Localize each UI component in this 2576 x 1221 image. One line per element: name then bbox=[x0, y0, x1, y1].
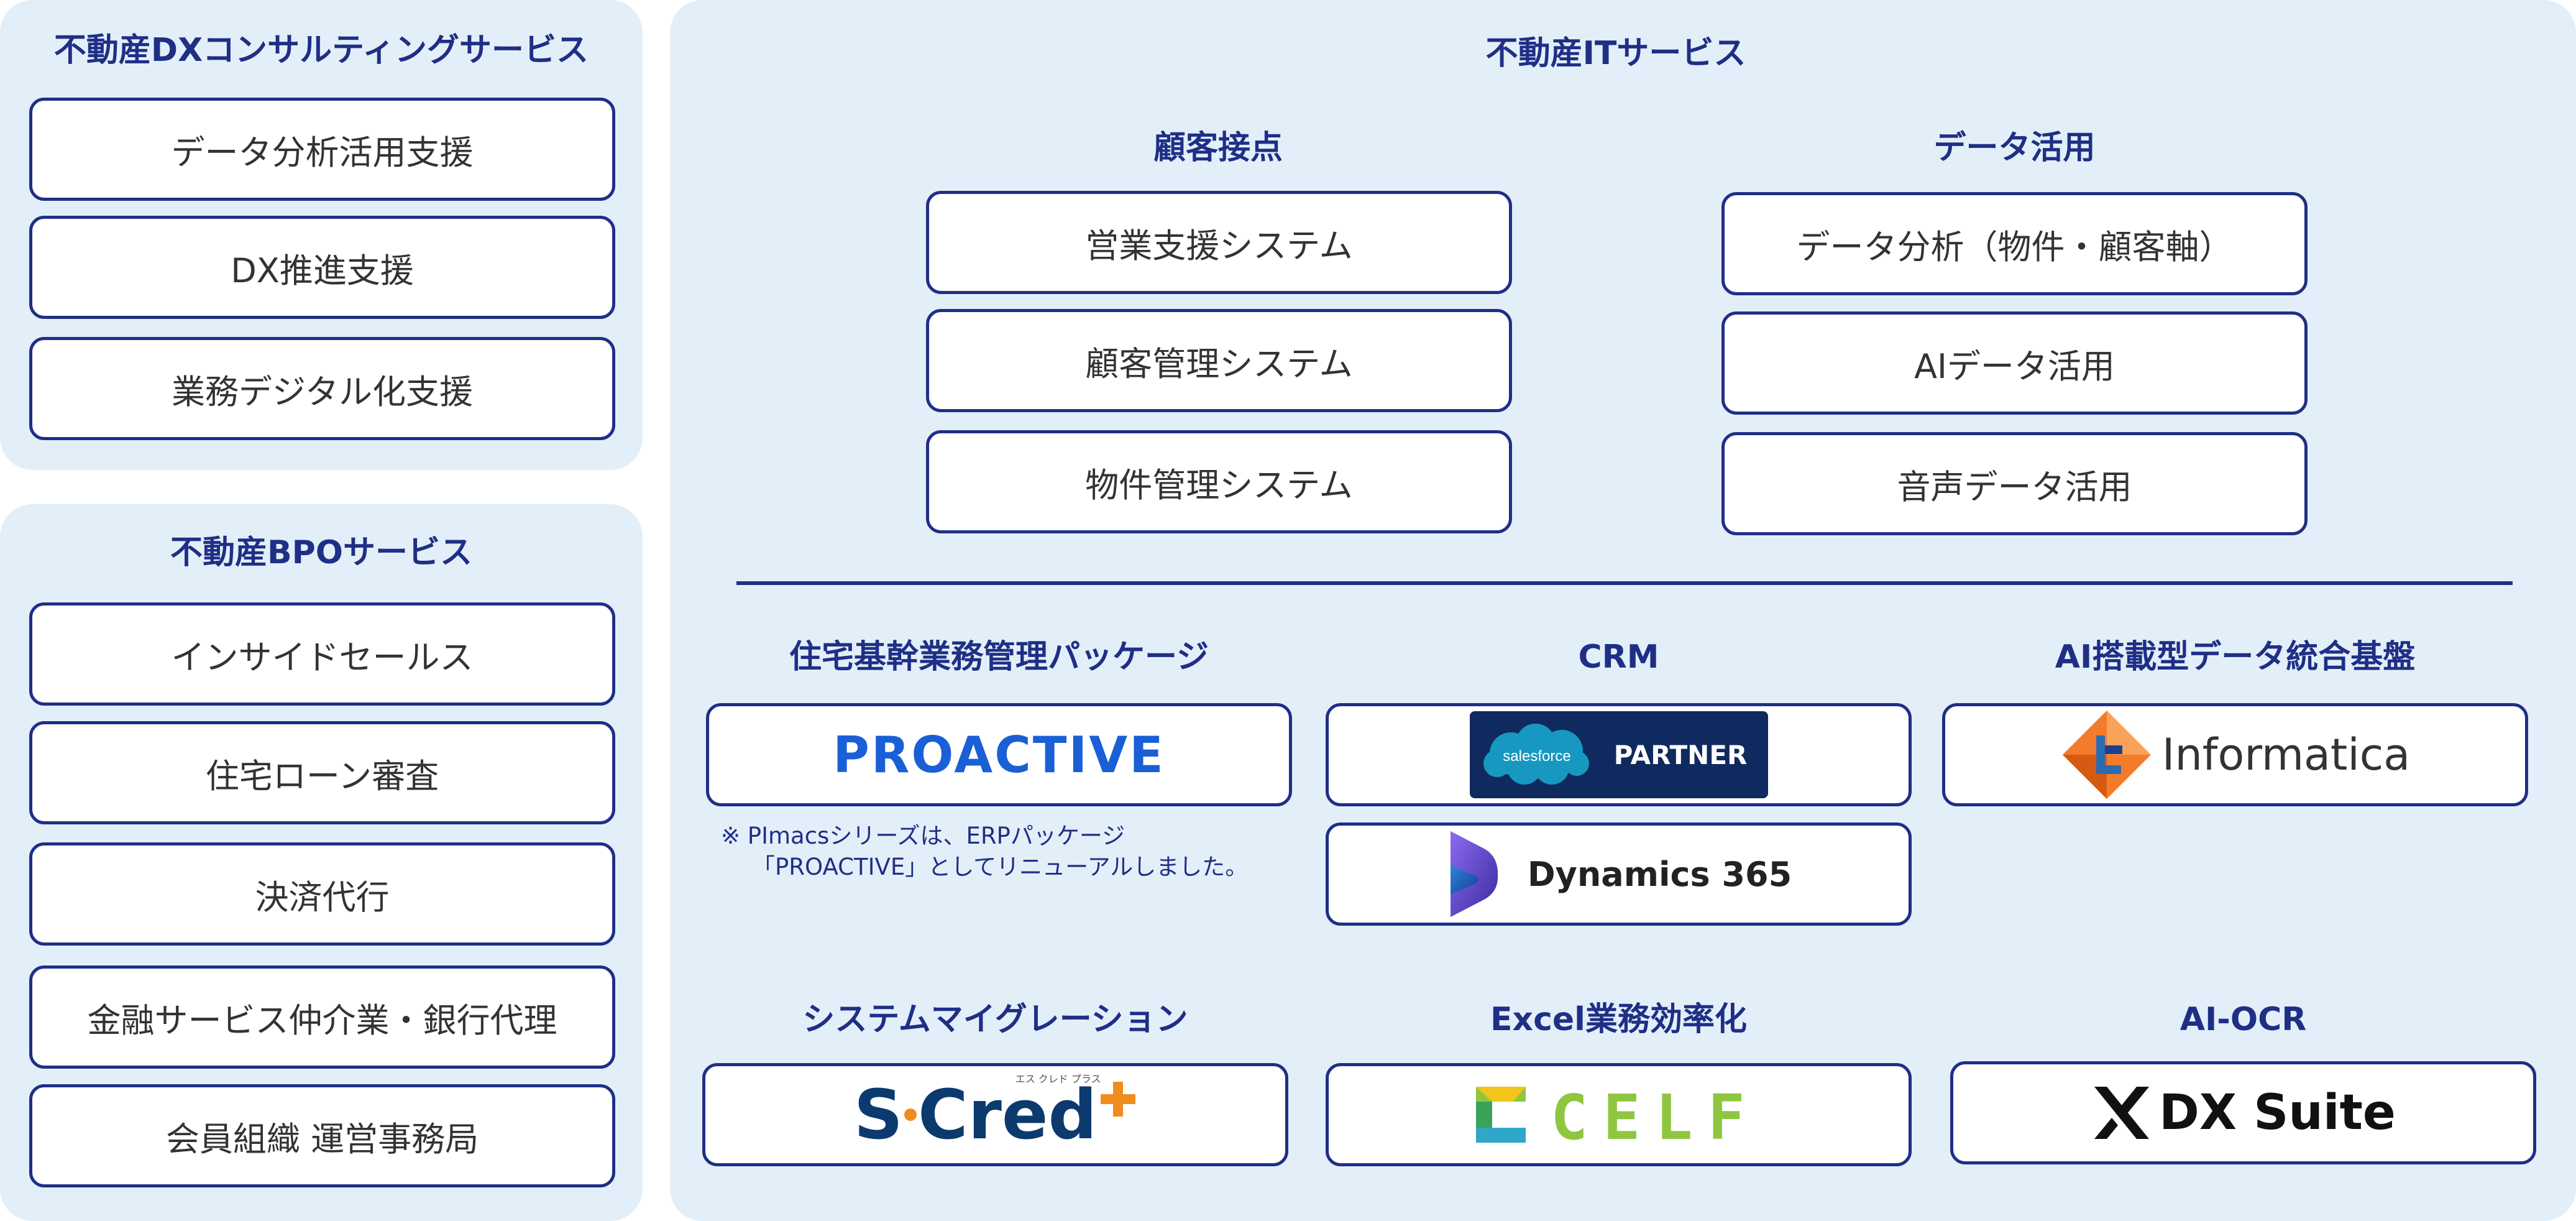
package-note-line1: ※ PImacsシリーズは、ERPパッケージ bbox=[721, 822, 1125, 849]
salesforce-box[interactable]: salesforce PARTNER bbox=[1326, 703, 1912, 806]
data-use-title: データ活用 bbox=[1933, 129, 2096, 167]
salesforce-cloud-icon: salesforce bbox=[1483, 724, 1589, 785]
crm-title: CRM bbox=[1578, 638, 1659, 676]
customer-contact-title: 顧客接点 bbox=[1153, 129, 1283, 167]
informatica-diamond-icon bbox=[2062, 711, 2151, 799]
ai-data-item[interactable]: AIデータ活用 bbox=[1721, 311, 2308, 415]
voice-data-item[interactable]: 音声データ活用 bbox=[1721, 432, 2308, 535]
migration-title: システムマイグレーション bbox=[802, 1001, 1188, 1038]
customer-management-system[interactable]: 顧客管理システム bbox=[926, 309, 1512, 412]
package-note: ※ PImacsシリーズは、ERPパッケージ 「PROACTIVE」としてリニュ… bbox=[721, 821, 1248, 883]
dx-item-dx-promotion[interactable]: DX推進支援 bbox=[29, 216, 615, 319]
salesforce-partner-badge: salesforce PARTNER bbox=[1469, 711, 1768, 798]
bpo-item-payment-agency[interactable]: 決済代行 bbox=[29, 842, 615, 946]
salesforce-partner-label: PARTNER bbox=[1613, 739, 1748, 770]
celf-text: CELF bbox=[1551, 1081, 1760, 1149]
ocr-title: AI-OCR bbox=[2180, 1001, 2307, 1038]
bpo-item-mortgage-review[interactable]: 住宅ローン審査 bbox=[29, 721, 615, 824]
sales-support-system[interactable]: 営業支援システム bbox=[926, 191, 1512, 294]
package-title: 住宅基幹業務管理パッケージ bbox=[789, 638, 1209, 676]
it-services-title: 不動産ITサービス bbox=[1485, 35, 1746, 72]
section-divider bbox=[736, 581, 2513, 585]
scred-dot-icon bbox=[904, 1108, 917, 1121]
proactive-box[interactable]: PROACTIVE bbox=[706, 703, 1292, 806]
scred-plus-icon bbox=[1101, 1082, 1136, 1117]
package-note-line2: 「PROACTIVE」としてリニューアルしました。 bbox=[752, 854, 1249, 880]
celf-logo: CELF bbox=[1475, 1081, 1760, 1149]
proactive-logo: PROACTIVE bbox=[833, 726, 1165, 784]
scred-cred: Cred bbox=[917, 1075, 1098, 1154]
scred-logo: エス クレド プラス S Cred bbox=[853, 1073, 1137, 1154]
salesforce-cloud-text: salesforce bbox=[1503, 748, 1570, 765]
dx-item-data-analysis[interactable]: データ分析活用支援 bbox=[29, 98, 615, 201]
informatica-box[interactable]: Informatica bbox=[1942, 703, 2528, 806]
data-analysis-item[interactable]: データ分析（物件・顧客軸） bbox=[1721, 192, 2308, 295]
bpo-item-inside-sales[interactable]: インサイドセールス bbox=[29, 602, 615, 706]
bpo-item-financial-agency[interactable]: 金融サービス仲介業・銀行代理 bbox=[29, 965, 615, 1069]
scred-s: S bbox=[853, 1075, 903, 1154]
informatica-label: Informatica bbox=[2161, 729, 2411, 780]
dynamics-icon bbox=[1450, 831, 1498, 917]
dxsuite-x-icon bbox=[2094, 1087, 2150, 1139]
celf-box[interactable]: CELF bbox=[1326, 1063, 1912, 1166]
dynamics-box[interactable]: Dynamics 365 bbox=[1326, 822, 1912, 926]
ai-platform-title: AI搭載型データ統合基盤 bbox=[2055, 638, 2416, 676]
dx-consulting-title: 不動産DXコンサルティングサービス bbox=[53, 32, 589, 69]
bpo-item-member-office[interactable]: 会員組織 運営事務局 bbox=[29, 1084, 615, 1187]
dx-item-digitalization[interactable]: 業務デジタル化支援 bbox=[29, 337, 615, 440]
excel-title: Excel業務効率化 bbox=[1490, 1001, 1747, 1038]
dxsuite-label: DX Suite bbox=[2159, 1085, 2396, 1141]
scred-ruby: エス クレド プラス bbox=[1015, 1073, 1101, 1085]
scred-box[interactable]: エス クレド プラス S Cred bbox=[702, 1063, 1288, 1166]
bpo-title: 不動産BPOサービス bbox=[170, 534, 472, 571]
dxsuite-box[interactable]: DX Suite bbox=[1950, 1061, 2536, 1164]
property-management-system[interactable]: 物件管理システム bbox=[926, 430, 1512, 533]
dynamics-label: Dynamics 365 bbox=[1527, 854, 1792, 894]
